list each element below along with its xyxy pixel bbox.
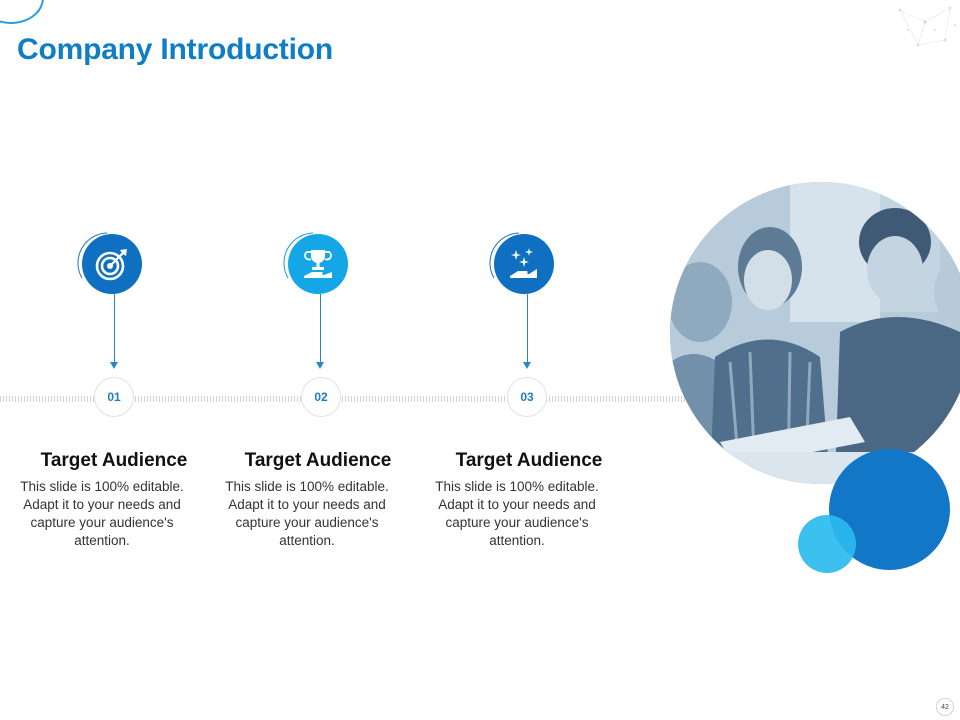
step-3-number-badge: 03 <box>507 377 547 417</box>
target-icon <box>82 234 142 294</box>
step-3-connector <box>527 294 528 364</box>
step-1-icon-group <box>77 230 148 300</box>
step-2-number-badge: 02 <box>301 377 341 417</box>
step-2-icon-group <box>283 230 354 300</box>
step-1-connector <box>114 294 115 364</box>
step-1-heading: Target Audience <box>40 450 188 471</box>
team-photo <box>670 182 960 484</box>
step-3-text: This slide is 100% editable. Adapt it to… <box>435 479 599 548</box>
page-number: 42 <box>936 698 954 716</box>
step-2-heading: Target Audience <box>244 450 392 471</box>
network-decoration <box>898 6 957 47</box>
slide-title: Company Introduction <box>17 33 333 66</box>
icon-ring-arc <box>489 232 520 279</box>
step-1-number-badge: 01 <box>94 377 134 417</box>
decorative-circle-small <box>798 515 856 573</box>
icon-ring-arc <box>77 232 108 279</box>
step-2-connector <box>320 294 321 364</box>
sparkle-hand-icon <box>494 234 554 294</box>
timeline-line <box>0 396 720 402</box>
trophy-hand-icon <box>288 234 348 294</box>
step-3-arrow-icon <box>523 362 531 369</box>
step-3-heading: Target Audience <box>455 450 603 471</box>
step-2-arrow-icon <box>316 362 324 369</box>
step-3-icon-group <box>489 230 560 300</box>
step-2-text: This slide is 100% editable. Adapt it to… <box>225 479 389 548</box>
step-1-text: This slide is 100% editable. Adapt it to… <box>20 479 184 548</box>
icon-ring-arc <box>283 232 314 279</box>
step-1-arrow-icon <box>110 362 118 369</box>
corner-ring-decoration <box>0 0 44 24</box>
